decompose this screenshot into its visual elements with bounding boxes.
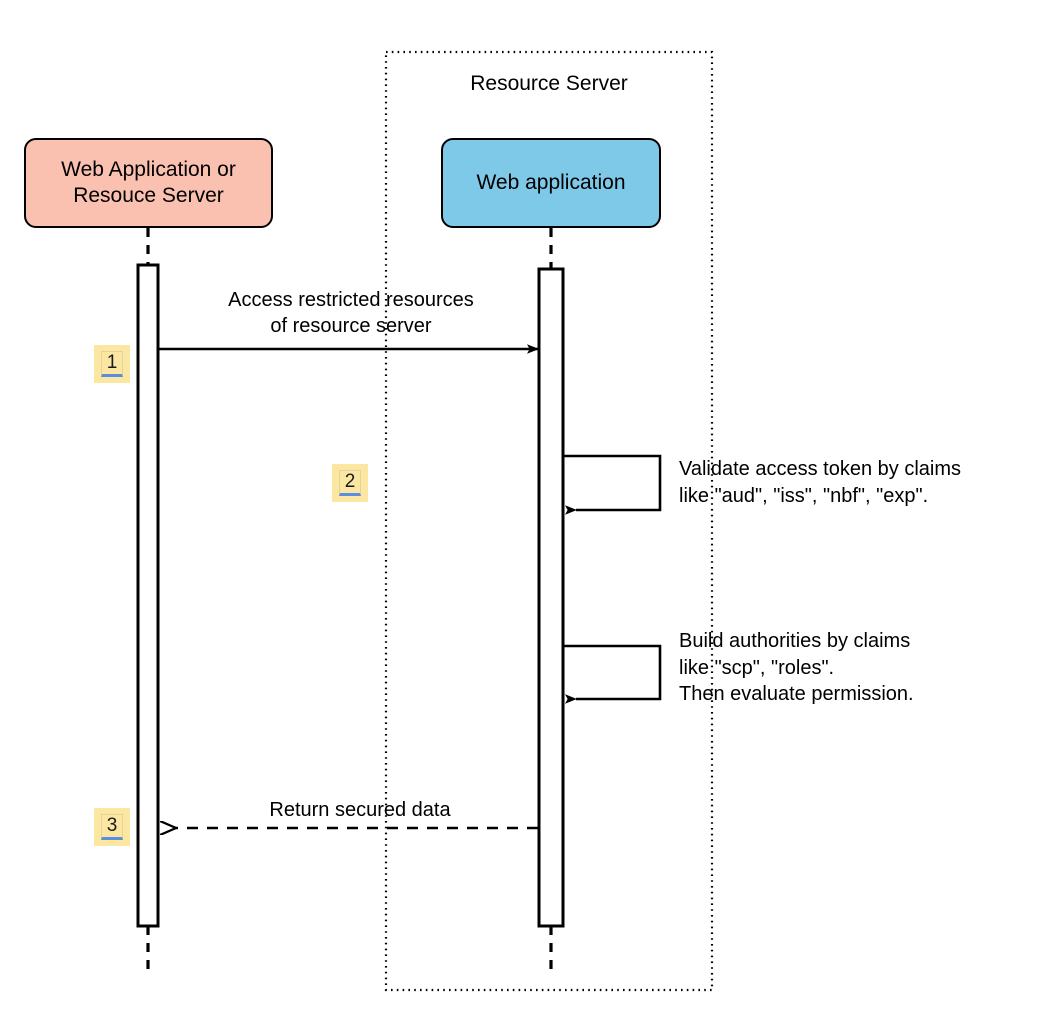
message-label-validate-access-token: Validate access token by claims like "au… <box>679 458 961 507</box>
participant-web-application-or-resource-server[interactable]: Web Application or Resouce Server <box>24 138 273 228</box>
activation-bar-client <box>136 263 160 928</box>
message-label-access-restricted-resources: Access restricted resources of resource … <box>228 289 474 337</box>
message-self-call-1 <box>564 454 662 515</box>
step-badge-3[interactable]: 3 <box>94 808 130 846</box>
resource-server-frame-title: Resource Server <box>470 72 628 95</box>
step-number-label: 1 <box>100 351 124 377</box>
participant-web-application[interactable]: Web application <box>441 138 661 228</box>
step-number-label: 3 <box>100 814 124 840</box>
message-self-call-2 <box>564 644 662 704</box>
activation-bar-server <box>537 267 565 928</box>
message-label-return-secured-data: Return secured data <box>269 799 451 821</box>
step-number-label: 2 <box>338 470 362 496</box>
step-badge-1[interactable]: 1 <box>94 345 130 383</box>
message-label-build-authorities: Build authorities by claims like "scp", … <box>679 630 914 706</box>
step-badge-2[interactable]: 2 <box>332 464 368 502</box>
